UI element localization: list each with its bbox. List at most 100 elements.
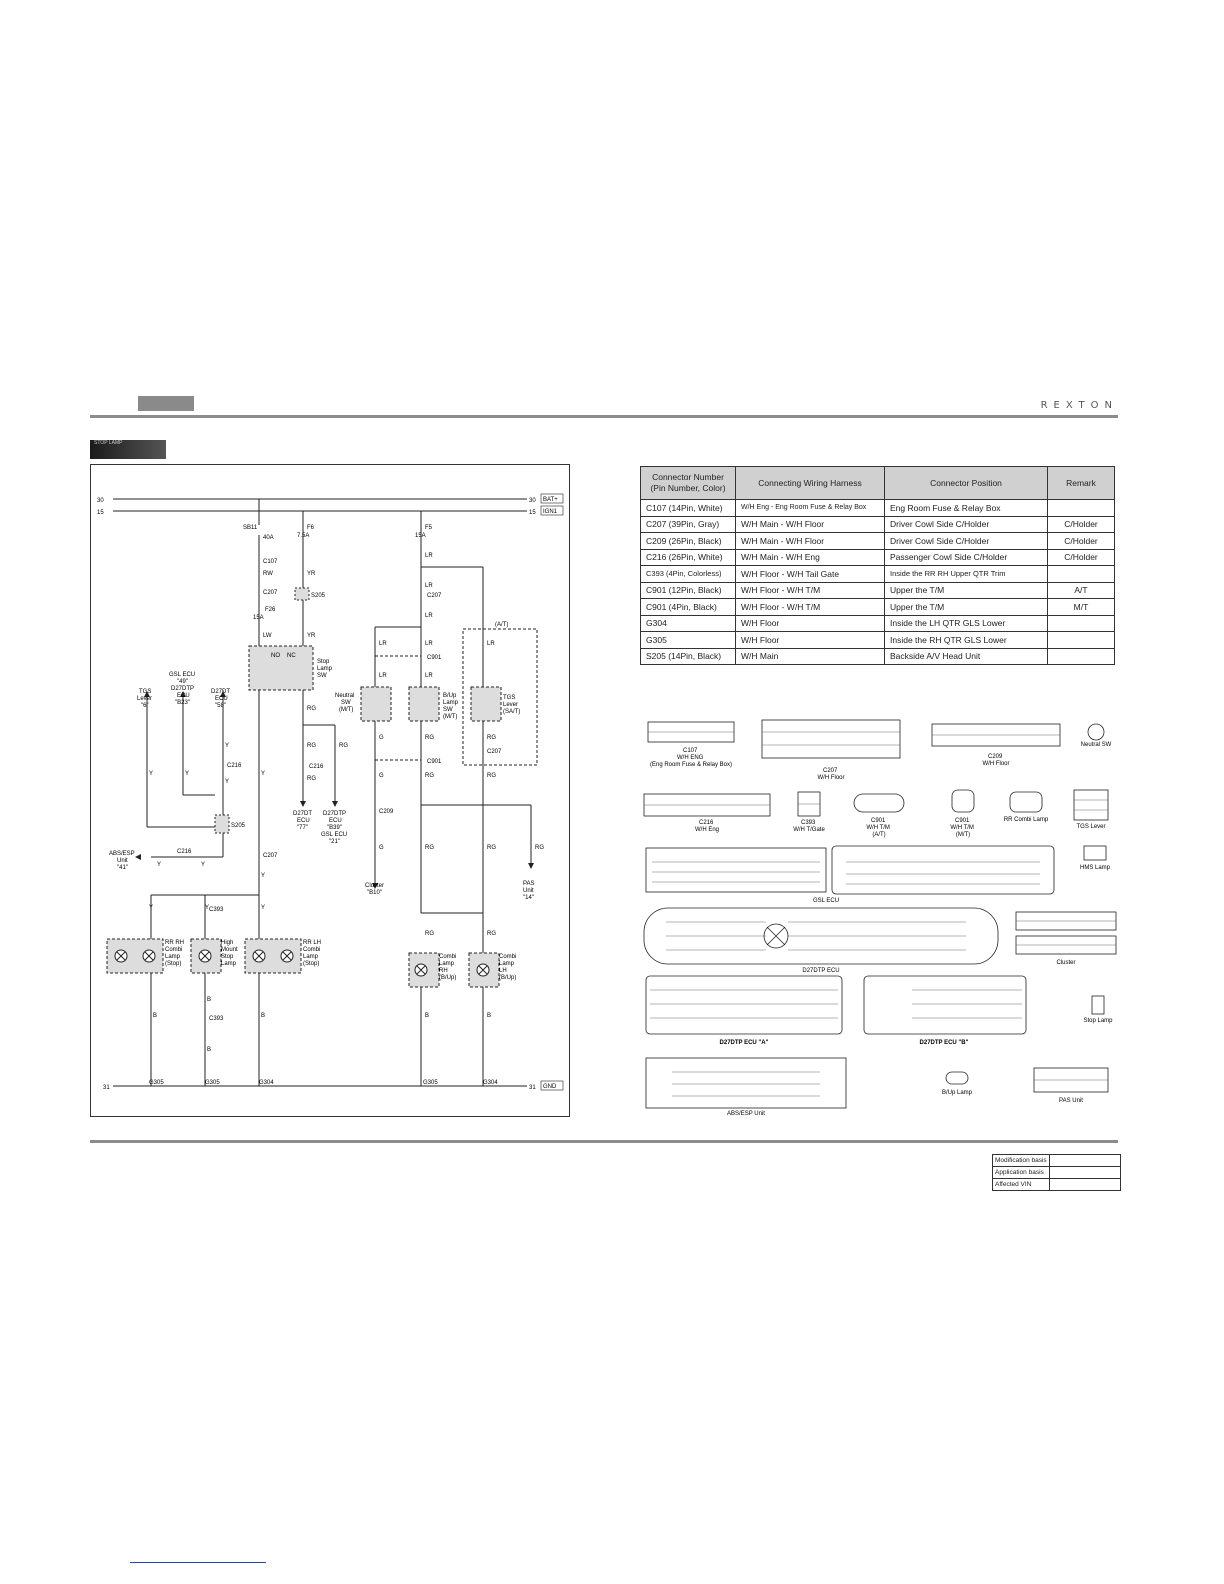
- table-cell: Inside the RH QTR GLS Lower: [884, 631, 1048, 649]
- table-cell: Inside the RR RH Upper QTR Trim: [884, 565, 1048, 583]
- ground-g305-c: G305: [423, 1080, 438, 1086]
- header-tab: [138, 396, 194, 411]
- stop-lamp-switch-label: Stop Lamp SW: [317, 659, 334, 679]
- view-c901-at-caption: C901 W/H T/M (A/T): [866, 818, 891, 838]
- table-cell: W/H Floor - W/H T/M: [735, 598, 885, 616]
- conn-c216-a: C216: [309, 764, 324, 770]
- table-cell: C207 (39Pin, Gray): [640, 515, 736, 533]
- wire-rg-g: RG: [487, 735, 496, 741]
- mod-value: [1048, 1166, 1121, 1179]
- conn-c393-b: C393: [209, 1016, 224, 1022]
- conn-c207-b: C207: [263, 853, 278, 859]
- table-cell: [1047, 565, 1115, 583]
- fuse-f5-rating: 15A: [415, 533, 426, 539]
- view-abs-caption: ABS/ESP Unit: [727, 1111, 765, 1117]
- mod-value: [1048, 1178, 1121, 1191]
- tgs-lever-label: TGS Lever (SA/T): [503, 695, 520, 715]
- table-row: Application basis: [992, 1166, 1121, 1179]
- ground-g305-b: G305: [205, 1080, 220, 1086]
- fuse-sb11: SB11: [243, 525, 258, 531]
- wire-y-d: Y: [225, 779, 229, 785]
- wire-rg-l: RG: [487, 931, 496, 937]
- table-row: C107 (14Pin, White)W/H Eng - Eng Room Fu…: [640, 499, 1115, 517]
- wire-y-f: Y: [157, 862, 161, 868]
- wire-b-b: B: [207, 997, 211, 1003]
- wire-rg-j: RG: [535, 845, 544, 851]
- fuse-f26-rating: 15A: [253, 615, 264, 621]
- rail-31-right: 31: [529, 1085, 536, 1091]
- conn-c209: C209: [379, 809, 394, 815]
- table-cell: W/H Floor: [735, 614, 885, 632]
- table-cell: C/Holder: [1047, 532, 1115, 550]
- table-cell: A/T: [1047, 581, 1115, 599]
- d27dt-ecu-label: D27DT ECU "58": [211, 689, 232, 709]
- modification-table: Modification basis Application basis Aff…: [992, 1154, 1121, 1191]
- stop-sw-no: NO: [271, 653, 280, 659]
- conn-c207-c: C207: [427, 593, 442, 599]
- wire-b-c: B: [207, 1047, 211, 1053]
- wire-rg-k: RG: [425, 845, 434, 851]
- view-gsl-caption: GSL ECU: [813, 898, 839, 904]
- tgs-lever-output-label: TGS Lever "6": [137, 689, 154, 709]
- table-cell: W/H Floor - W/H Tail Gate: [735, 565, 885, 583]
- table-cell: C107 (14Pin, White): [640, 499, 736, 517]
- wire-lr-b: LR: [425, 583, 433, 589]
- wire-y-h: Y: [261, 873, 265, 879]
- view-d27a-caption: D27DTP ECU "A": [720, 1040, 769, 1046]
- conn-c216-b: C216: [227, 763, 242, 769]
- brand-logo: REXTON: [1040, 400, 1118, 411]
- wire-lr-a: LR: [425, 553, 433, 559]
- combi-lamp-rh-label: Combi Lamp RH (B/Up): [439, 954, 458, 981]
- wire-rg-i: RG: [487, 845, 496, 851]
- neutral-switch-label: Neutral SW (M/T): [335, 693, 356, 713]
- col-connector-position: Connector Position: [884, 466, 1048, 500]
- wire-b-e: B: [425, 1013, 429, 1019]
- wire-g-c: G: [379, 845, 384, 851]
- view-cluster-caption: Cluster: [1056, 960, 1075, 966]
- bottom-link-underline[interactable]: [130, 1562, 266, 1563]
- mod-label: Affected VIN: [992, 1178, 1050, 1191]
- wire-lr-e: LR: [425, 641, 433, 647]
- table-cell: C209 (26Pin, Black): [640, 532, 736, 550]
- wire-g-a: G: [379, 735, 384, 741]
- table-cell: C/Holder: [1047, 515, 1115, 533]
- table-cell: S205 (14Pin, Black): [640, 647, 736, 665]
- view-hms-caption: HMS Lamp: [1080, 865, 1111, 871]
- view-c207-caption: C207 W/H Floor: [818, 768, 845, 781]
- wire-b-f: B: [487, 1013, 491, 1019]
- combi-lamp-lh-label: Combi Lamp LH (B/Up): [499, 954, 518, 981]
- wire-y-k: Y: [261, 905, 265, 911]
- wire-y-i: Y: [149, 905, 153, 911]
- wire-rg-f: RG: [425, 773, 434, 779]
- wire-y-g: Y: [201, 862, 205, 868]
- conn-s205-b: S205: [231, 823, 246, 829]
- view-d27b-caption: D27DTP ECU "B": [920, 1040, 969, 1046]
- rr-rh-combi-lamp-label: RR RH Combi Lamp (Stop): [165, 940, 186, 967]
- wire-lr-h: LR: [487, 641, 495, 647]
- view-bup-caption: B/Up Lamp: [942, 1090, 973, 1096]
- wire-rg-e: RG: [425, 735, 434, 741]
- fuse-f6: F6: [307, 525, 315, 531]
- table-cell: Driver Cowl Side C/Holder: [884, 515, 1048, 533]
- view-pas-caption: PAS Unit: [1059, 1098, 1083, 1104]
- wire-y-j: Y: [205, 905, 209, 911]
- d27dt-ecu-77-label: D27DT ECU "77": [293, 811, 314, 831]
- backup-lamp-switch-label: B/Up Lamp SW (M/T): [443, 693, 460, 720]
- pas-unit-label: PAS Unit "14": [523, 881, 536, 901]
- wire-rg-d: RG: [307, 776, 316, 782]
- gsl-ecu-label: GSL ECU "49" D27DTP ECU "B23": [169, 672, 197, 706]
- conn-c207-d: C207: [487, 749, 502, 755]
- table-cell: C/Holder: [1047, 548, 1115, 566]
- wire-lr-g: LR: [425, 673, 433, 679]
- rail-31-left: 31: [103, 1085, 110, 1091]
- wire-y-e: Y: [261, 771, 265, 777]
- table-row: C393 (4Pin, Colorless)W/H Floor - W/H Ta…: [640, 565, 1115, 583]
- ground-g305-a: G305: [149, 1080, 164, 1086]
- footer-rule: [90, 1140, 1118, 1143]
- conn-c107: C107: [263, 559, 278, 565]
